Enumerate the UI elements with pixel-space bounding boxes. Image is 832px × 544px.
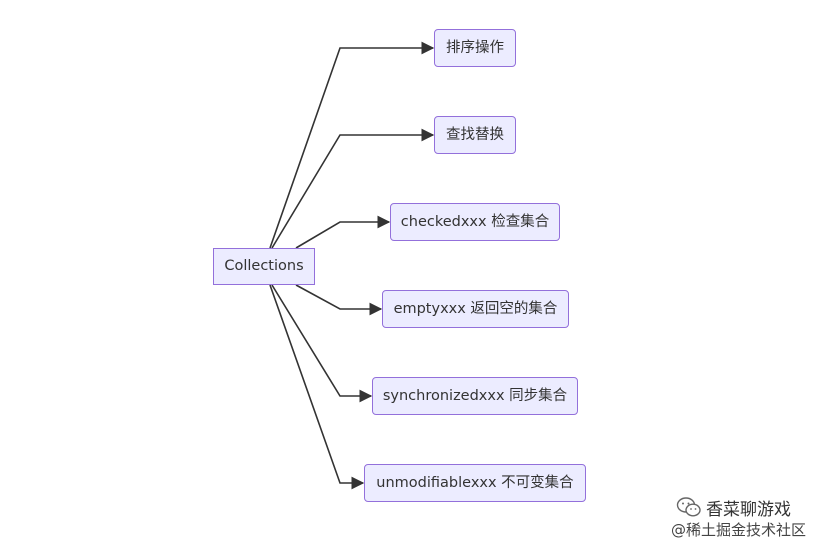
node-synchronized: synchronizedxxx 同步集合 bbox=[372, 377, 578, 415]
edge-root-child-5 bbox=[271, 284, 373, 403]
node-empty: emptyxxx 返回空的集合 bbox=[382, 290, 569, 328]
node-label: unmodifiablexxx 不可变集合 bbox=[376, 474, 574, 491]
node-checked: checkedxxx 检查集合 bbox=[390, 203, 560, 241]
edge-root-child-2 bbox=[271, 128, 435, 249]
watermark-account: 香菜聊游戏 bbox=[676, 496, 791, 520]
watermark-name: 香菜聊游戏 bbox=[706, 499, 791, 520]
node-search-replace: 查找替换 bbox=[434, 116, 516, 154]
edge-root-child-6 bbox=[269, 284, 365, 490]
edge-root-child-3 bbox=[295, 215, 391, 249]
edge-root-child-4 bbox=[295, 284, 383, 316]
node-label: checkedxxx 检查集合 bbox=[400, 213, 550, 230]
node-label: 排序操作 bbox=[446, 39, 504, 56]
node-unmodifiable: unmodifiablexxx 不可变集合 bbox=[364, 464, 586, 502]
node-collections: Collections bbox=[213, 248, 315, 285]
edges bbox=[269, 41, 435, 490]
node-sort-operations: 排序操作 bbox=[434, 29, 516, 67]
node-label: synchronizedxxx 同步集合 bbox=[382, 387, 568, 404]
edge-root-child-1 bbox=[269, 41, 435, 249]
node-label: Collections bbox=[224, 258, 304, 275]
wechat-icon bbox=[676, 497, 701, 517]
node-label: emptyxxx 返回空的集合 bbox=[393, 300, 558, 317]
node-label: 查找替换 bbox=[446, 126, 504, 143]
watermark-source: @稀土掘金技术社区 bbox=[671, 521, 807, 539]
